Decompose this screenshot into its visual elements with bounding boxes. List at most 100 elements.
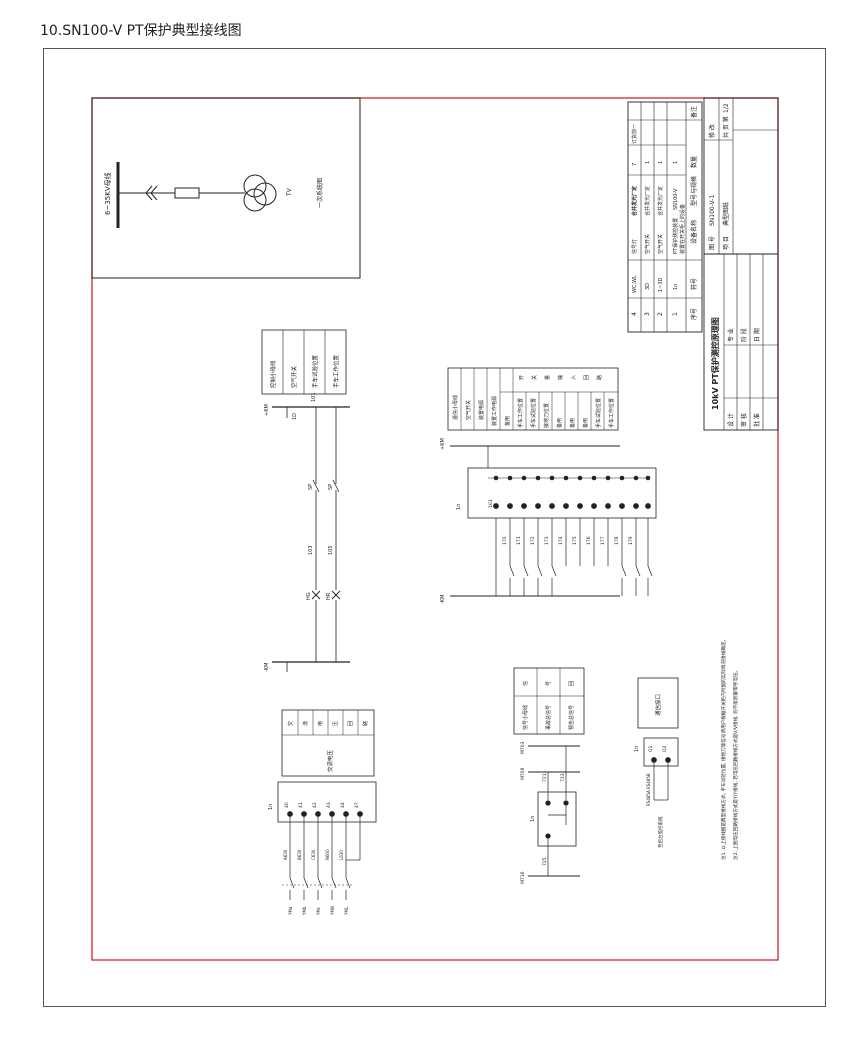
title-project: 典型图纸 [722, 202, 730, 226]
alarm-header-0: 信号小母线 [522, 705, 529, 730]
table-row-1-no: 1 [672, 312, 679, 316]
table-row-3-code: 3D [645, 283, 651, 290]
vc-header-4: 回 [348, 721, 354, 726]
title-role-design: 设 计 [727, 413, 735, 427]
ctrl-label-101: 101 [311, 392, 317, 402]
rs-term-171: 171 [516, 536, 522, 545]
table-row-1-name: PT保护测控装置 [672, 218, 679, 254]
vc-header-5: 路 [362, 721, 369, 726]
title-role-approve: 批 准 [753, 413, 761, 427]
rs-term-174: 174 [558, 536, 564, 545]
vc-bus-n: YMN [330, 906, 335, 916]
rs-tag-0: 开 [519, 375, 525, 380]
vc-pin-42: 42 [312, 802, 318, 808]
note-1: 注1. 以上接线图是典型接线方式, 手车试验位置, 接地刀等信号请用户根据开关柜… [720, 637, 727, 860]
rs-tag-5: 回 [584, 375, 590, 380]
rs-device: 1n [456, 504, 462, 510]
ctrl-header-bus: 控制小母线 [269, 360, 277, 388]
vc-bus-c: YMc [316, 907, 321, 916]
rs-tag-6: 路 [596, 375, 603, 380]
vc-pin-43: 43 [326, 802, 332, 808]
title-block: 修 改 共 页 第 1/2 图 号 SN100-V-1 项 目 典型图纸 10k… [703, 97, 779, 431]
alarm-device: 1n [530, 816, 536, 822]
table-header-no: 序号 [690, 308, 698, 320]
comm-cable: RS485A RS485B [646, 773, 651, 806]
table-row-4-code: WC,WL [632, 275, 638, 293]
rs-tag-1: 关 [531, 375, 538, 380]
equipment-table: 4 3 2 1 序号 WC,WL 3D 1~3D 1n 符号 信号灯 空气开关 … [627, 101, 703, 333]
ctrl-header-work: 手车工作位置 [332, 354, 340, 388]
vc-pin-40: 40 [284, 802, 290, 808]
table-header-code: 符号 [690, 278, 698, 290]
table-row-3-no: 3 [644, 312, 651, 316]
vc-bus-l: YML [344, 906, 349, 916]
rs-term-172: 172 [530, 536, 536, 545]
table-row-3-model: 合并发光厂定 [644, 186, 651, 216]
rs-header-1: 空气开关 [465, 400, 472, 420]
vc-pin-44: 44 [340, 802, 346, 808]
comm-pin-q1: Q1 [648, 745, 654, 752]
comm-pin-q2: Q2 [662, 745, 668, 752]
vc-phase-c: C630 [311, 849, 316, 860]
remote-signal-circuit: 遥信小母线 空气开关 装置电源 装置工作电源 备用 手车工作位置 手车试验位置 … [440, 367, 657, 604]
table-row-2-name: 空气开关 [657, 234, 664, 254]
alarm-tag-0: 信 [522, 681, 529, 686]
alarm-circuit: 信号小母线 事故总信号 预告总信号 信 号 回 M703 M709 M716 1… [513, 667, 585, 884]
alarm-header-1: 事故总信号 [545, 705, 552, 730]
title-project-label: 项 目 [723, 236, 730, 250]
table-row-2-qty: 1 [658, 161, 664, 164]
bus-label: 6~35KV母线 [103, 172, 112, 215]
ctrl-label-hg: HG [306, 592, 312, 600]
ctrl-header-test: 手车试验位置 [311, 354, 319, 388]
table-row-1-qty: 1 [673, 161, 679, 164]
rs-header-4: 备用 [504, 416, 511, 426]
rs-tag-3: 输 [557, 375, 564, 380]
rs-term-175: 175 [572, 536, 578, 545]
vc-header-3: 压 [333, 721, 339, 726]
rs-minus-bus: -KM [440, 595, 446, 604]
alarm-tag-1: 号 [546, 681, 552, 686]
rs-header-12: 手车工作位置 [608, 398, 615, 428]
table-header-note: 备注 [690, 106, 698, 118]
vc-bus-b: YMb [302, 906, 307, 916]
vc-header-2: 电 [317, 721, 324, 726]
rs-header-7: 接地刀位置 [543, 403, 550, 428]
table-row-4-model: 合并发光厂定 [631, 186, 638, 217]
table-row-4-qty: 7 [632, 163, 638, 166]
title-drawing-no: SN100-V-1 [709, 195, 716, 226]
alarm-tag-2: 回 [569, 681, 575, 686]
table-row-2-no: 2 [657, 312, 664, 316]
alarm-label-725: 725 [542, 857, 548, 866]
alarm-header-2: 预告总信号 [568, 705, 575, 730]
alarm-bus-2: M716 [520, 871, 526, 884]
table-row-4-note: 订货前一 [631, 124, 638, 144]
vc-pin-47: 47 [354, 802, 360, 808]
title-drawing-name: 10kV PT保护测控原理图 [710, 317, 720, 410]
vc-phase-b: B630 [297, 849, 302, 860]
vc-header-1: 流 [302, 721, 309, 726]
table-row-1-model: SN100-V [673, 188, 679, 210]
rs-header-9: 备用 [569, 418, 576, 428]
title-role2-stage: 阶 段 [740, 328, 748, 342]
rs-tag-4: 入 [571, 375, 577, 380]
title-sheet-label: 共 页 第 [722, 116, 730, 138]
table-row-4-no: 4 [631, 312, 638, 316]
title-role2-date: 日 期 [753, 328, 761, 342]
rs-header-11: 手车试验位置 [595, 398, 602, 428]
table-row-3-qty: 1 [645, 161, 651, 164]
rs-header-6: 手车试验位置 [530, 398, 537, 428]
comm-device: 1n [634, 746, 640, 752]
rs-term-179: 179 [628, 536, 634, 545]
vc-bus-a: YMa [288, 906, 293, 916]
alarm-label-721: 721 [542, 773, 548, 782]
vc-phase-n: N600 [325, 849, 330, 860]
ctrl-label-1d: 1D [292, 413, 298, 420]
table-row-1-code: 1n [673, 284, 679, 290]
title-role-review: 审 核 [740, 413, 748, 427]
rs-term-101: 101 [488, 499, 494, 508]
rs-term-176: 176 [586, 536, 592, 545]
vc-box: 交流电压 [326, 749, 334, 772]
drawing-border [91, 97, 779, 961]
tv-note: 一次系统图 [316, 178, 324, 208]
